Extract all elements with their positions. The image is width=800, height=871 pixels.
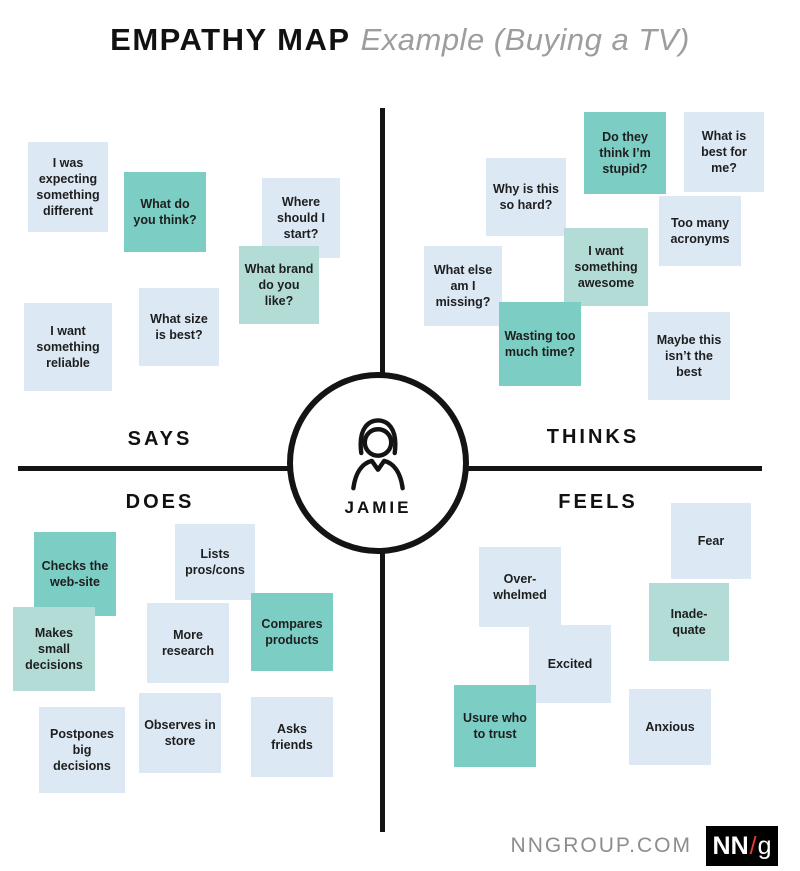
sticky-note: Usure who to trust	[454, 685, 536, 767]
sticky-note: Maybe this isn’t the best	[648, 312, 730, 400]
sticky-note: What is best for me?	[684, 112, 764, 192]
logo-g-text: g	[757, 831, 772, 860]
title-sub: Example (Buying a TV)	[360, 22, 690, 57]
sticky-note: Asks friends	[251, 697, 333, 777]
sticky-note: Where should I start?	[262, 178, 340, 258]
sticky-note: Why is this so hard?	[486, 158, 566, 236]
logo-slash: /	[749, 831, 757, 860]
website-text: NNGROUP.COM	[510, 834, 692, 857]
nng-logo: NN/g	[706, 826, 778, 866]
footer: NNGROUP.COM NN/g	[511, 826, 778, 866]
sticky-note: Checks the web-site	[34, 532, 116, 616]
sticky-note: More research	[147, 603, 229, 683]
sticky-note: Do they think I’m stupid?	[584, 112, 666, 194]
sticky-note: Inade-quate	[649, 583, 729, 661]
sticky-note: Wasting too much time?	[499, 302, 581, 386]
sticky-note: I want something reliable	[24, 303, 112, 391]
quadrant-label-does: DOES	[125, 491, 195, 513]
sticky-note: Excited	[529, 625, 611, 703]
sticky-note: What size is best?	[139, 288, 219, 366]
logo-nn-text: NN	[712, 831, 749, 860]
sticky-note: Fear	[671, 503, 751, 579]
sticky-note: Observes in store	[139, 693, 221, 773]
sticky-note: What else am I missing?	[424, 246, 502, 326]
sticky-note: Makes small decisions	[13, 607, 95, 691]
sticky-note: Anxious	[629, 689, 711, 765]
title-main: EMPATHY MAP	[110, 22, 351, 57]
person-icon	[332, 409, 424, 502]
sticky-note: Too many acronyms	[659, 196, 741, 266]
persona-circle: JAMIE	[287, 372, 469, 554]
sticky-note: I want something awesome	[564, 228, 648, 306]
persona-name: JAMIE	[344, 497, 412, 517]
sticky-note: What do you think?	[124, 172, 206, 252]
page-title: EMPATHY MAP Example (Buying a TV)	[0, 22, 800, 58]
quadrant-label-feels: FEELS	[558, 491, 638, 513]
sticky-note: Over-whelmed	[479, 547, 561, 627]
sticky-note: Compares products	[251, 593, 333, 671]
quadrant-label-thinks: THINKS	[546, 426, 640, 448]
sticky-note: Lists pros/cons	[175, 524, 255, 600]
sticky-note: Postpones big decisions	[39, 707, 125, 793]
quadrant-label-says: SAYS	[127, 428, 193, 450]
sticky-note: What brand do you like?	[239, 246, 319, 324]
sticky-note: I was expecting something different	[28, 142, 108, 232]
